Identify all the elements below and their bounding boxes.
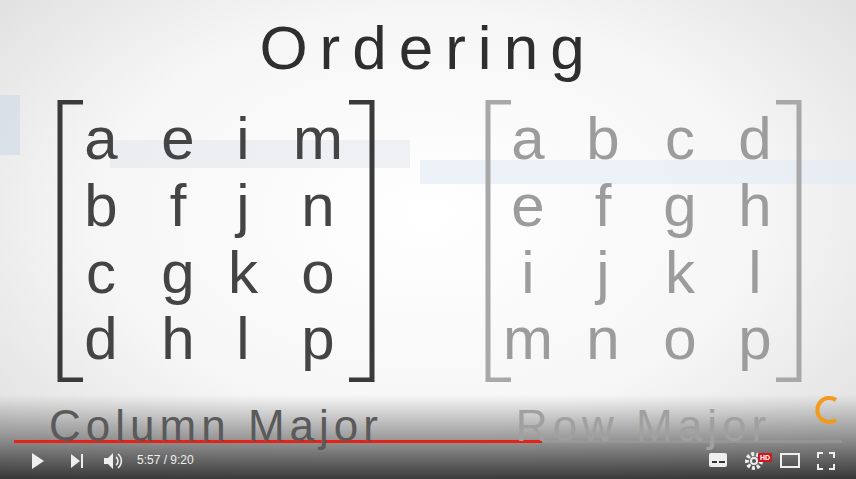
matrix-entry: g xyxy=(141,243,215,303)
matrix-entry: p xyxy=(718,309,792,369)
volume-icon xyxy=(116,454,121,468)
matrix-entry: c xyxy=(64,243,138,303)
settings-icon xyxy=(752,459,756,463)
next-icon xyxy=(71,454,80,468)
matrix-entry: e xyxy=(141,109,215,169)
slide-title: Ordering xyxy=(0,12,856,83)
next-icon xyxy=(81,454,83,468)
fullscreen-icon xyxy=(818,453,834,469)
settings-icon xyxy=(750,457,758,465)
matrix-entry: d xyxy=(718,109,792,169)
video-time: 5:57 / 9:20 xyxy=(137,453,194,467)
matrix-heading: Row Major xyxy=(516,402,771,450)
matrix-entry: k xyxy=(643,243,717,303)
volume-icon xyxy=(104,453,113,469)
matrix-entry: h xyxy=(141,309,215,369)
matrix-entry: l xyxy=(206,309,280,369)
control-shade xyxy=(0,395,856,479)
matrix-box: aeimbfjncgkodhlpColumn Major xyxy=(57,100,375,382)
matrix-entry: h xyxy=(718,176,792,236)
matrix-entry: l xyxy=(718,243,792,303)
blur-patch xyxy=(0,95,20,155)
play-icon xyxy=(32,453,44,469)
matrix-entry: g xyxy=(643,176,717,236)
subtitles-icon xyxy=(712,461,717,463)
blur-patch xyxy=(420,160,856,184)
subtitles-icon xyxy=(709,453,727,467)
matrix-box: abcdefghijklmnopRow Major xyxy=(485,100,802,382)
theater-icon xyxy=(781,454,799,467)
matrix-entry: n xyxy=(566,309,640,369)
matrix-entry: k xyxy=(206,243,280,303)
matrix-entry: p xyxy=(281,309,355,369)
matrix-entry: o xyxy=(281,243,355,303)
matrix-entry: i xyxy=(491,243,565,303)
matrix-entry: j xyxy=(566,243,640,303)
matrix-entry: d xyxy=(64,309,138,369)
subtitles-icon xyxy=(719,461,725,463)
matrix-entry: n xyxy=(281,176,355,236)
matrix-entry: a xyxy=(64,109,138,169)
matrix-entry: i xyxy=(206,109,280,169)
matrix-heading: Column Major xyxy=(49,402,383,450)
matrix-entry: b xyxy=(64,176,138,236)
matrix-entry: e xyxy=(491,176,565,236)
blur-patch xyxy=(110,140,410,168)
channel-logo xyxy=(817,398,836,422)
matrix-entry: b xyxy=(566,109,640,169)
matrix-entry: a xyxy=(491,109,565,169)
matrix-entry: m xyxy=(491,309,565,369)
matrix-entry: o xyxy=(643,309,717,369)
matrix-entry: c xyxy=(643,109,717,169)
bracket xyxy=(488,102,799,380)
matrix-entry: f xyxy=(141,176,215,236)
matrix-entry: m xyxy=(281,109,355,169)
matrix-entry: j xyxy=(206,176,280,236)
bracket xyxy=(60,102,372,380)
matrix-entry: f xyxy=(566,176,640,236)
hd-badge: HD xyxy=(758,453,772,462)
